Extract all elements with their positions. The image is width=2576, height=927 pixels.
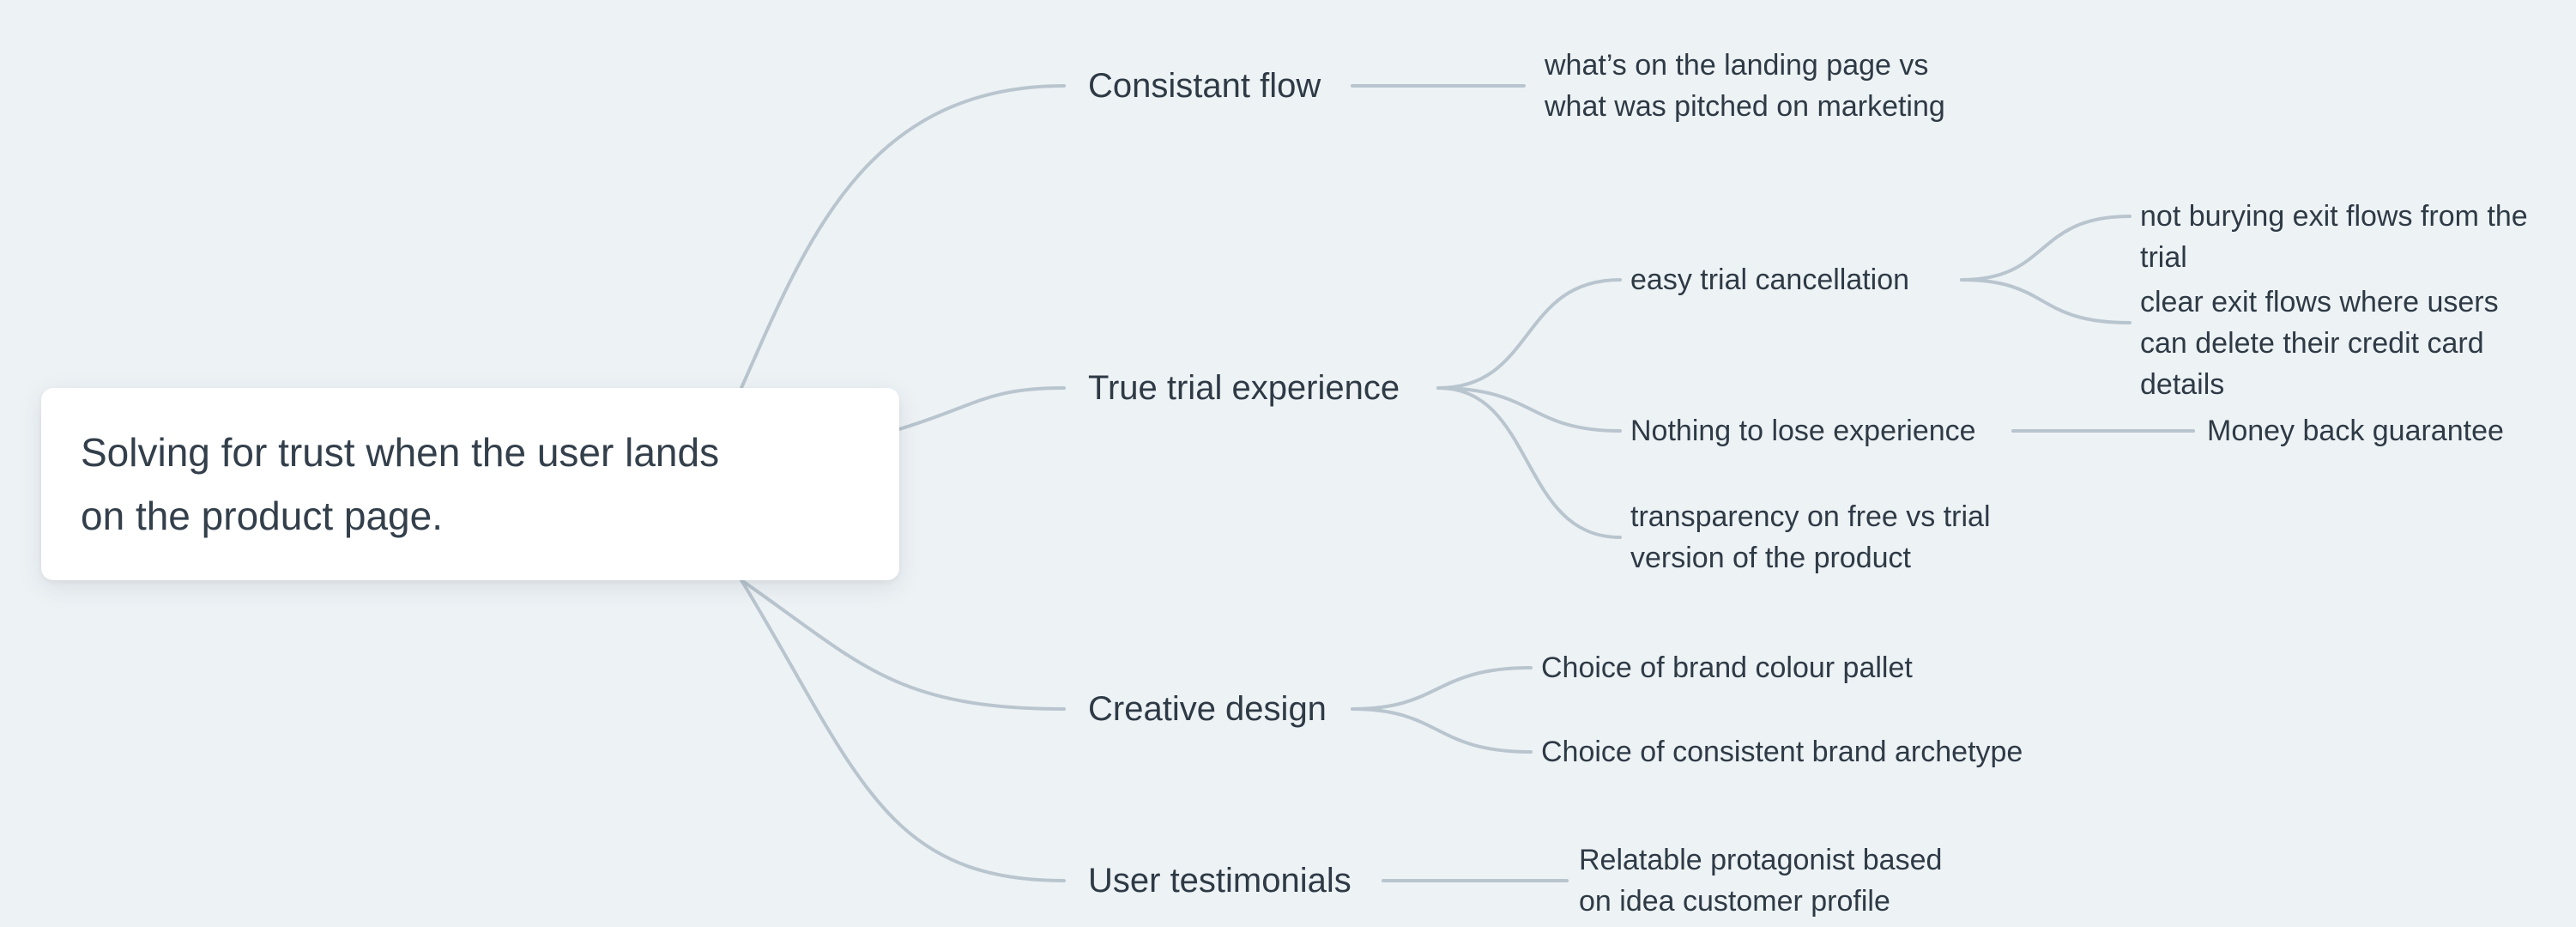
connector-root-true-trial (898, 386, 1066, 431)
connector-root-creative-design (740, 579, 1066, 711)
leaf-not-burying-exit-flows[interactable]: not burying exit flows from the trial (2140, 200, 2528, 274)
connector-creative-colourpallet (1351, 666, 1533, 711)
node-easy-trial-cancellation[interactable]: easy trial cancellation (1630, 264, 1910, 296)
root-node[interactable]: Solving for trust when the user lands on… (41, 388, 899, 580)
leaf-brand-archetype[interactable]: Choice of consistent brand archetype (1541, 736, 2023, 768)
connector-creative-archetype (1351, 707, 1533, 754)
connector-easycancel-notburying (1960, 215, 2132, 282)
branch-true-trial-experience[interactable]: True trial experience (1088, 369, 1400, 407)
connector-root-user-testimonials (740, 579, 1066, 882)
leaf-relatable-protagonist[interactable]: Relatable protagonist based on idea cust… (1579, 844, 1943, 918)
leaf-clear-exit-flows[interactable]: clear exit flows where users can delete … (2140, 286, 2499, 401)
connector-easycancel-clearexit (1960, 278, 2132, 324)
connector-truetrial-easycancel (1436, 278, 1622, 390)
leaf-money-back-guarantee[interactable]: Money back guarantee (2207, 415, 2504, 447)
leaf-transparency-free-vs-trial[interactable]: transparency on free vs trial version of… (1630, 500, 1991, 574)
branch-user-testimonials[interactable]: User testimonials (1088, 862, 1351, 900)
node-nothing-to-lose-experience[interactable]: Nothing to lose experience (1630, 415, 1976, 447)
branch-creative-design[interactable]: Creative design (1088, 690, 1327, 728)
branch-consistant-flow[interactable]: Consistant flow (1088, 67, 1321, 105)
leaf-landing-vs-marketing[interactable]: what’s on the landing page vs what was p… (1545, 49, 1945, 123)
leaf-brand-colour-pallet[interactable]: Choice of brand colour pallet (1541, 651, 1913, 684)
connector-truetrial-transparency (1436, 386, 1622, 539)
connector-root-consistant-flow (740, 84, 1066, 390)
connector-truetrial-nothinglose (1436, 386, 1622, 433)
